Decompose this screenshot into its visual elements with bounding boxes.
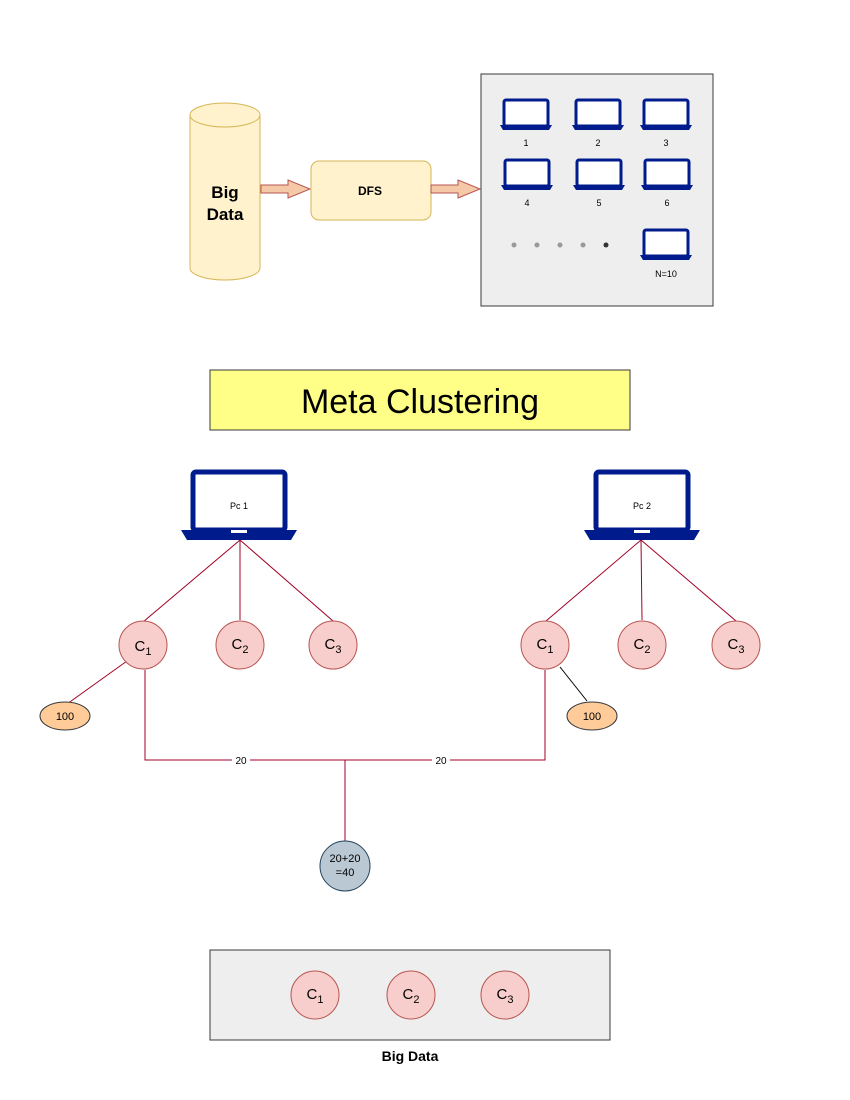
pc2-cluster-c2: C2 — [617, 620, 667, 670]
big-data-caption: Big Data — [382, 1048, 439, 1064]
cluster-sub: 2 — [644, 644, 650, 656]
cluster-base: C — [307, 986, 318, 1003]
machine-label: 1 — [523, 138, 528, 148]
cluster-base: C — [403, 986, 414, 1003]
machine-4: 4 — [499, 158, 555, 208]
laptop-icon — [638, 98, 694, 132]
cluster-sub: 3 — [335, 644, 341, 656]
cluster-sub: 3 — [507, 994, 513, 1006]
machine-5: 5 — [571, 158, 627, 208]
cluster-base: C — [634, 636, 645, 653]
final-cluster-c1: C1 — [290, 970, 340, 1020]
cluster-base: C — [232, 636, 243, 653]
pc2-count-label: 100 — [583, 711, 601, 723]
arrow-dfs-to-cluster — [430, 179, 482, 199]
svg-text:C1: C1 — [135, 638, 152, 658]
machine-3: 3 — [638, 98, 694, 148]
pc2-label: Pc 2 — [633, 501, 651, 511]
svg-text:C3: C3 — [325, 636, 342, 656]
edge-label-right: 20 — [432, 754, 450, 767]
cluster-base: C — [537, 636, 548, 653]
svg-text:C2: C2 — [634, 636, 651, 656]
machine-label: N=10 — [655, 269, 677, 279]
pc1-label: Pc 1 — [230, 501, 248, 511]
svg-text:C3: C3 — [497, 986, 514, 1006]
cluster-sub: 3 — [738, 644, 744, 656]
pc1-cluster-c3: C3 — [308, 620, 358, 670]
big-data-cylinder: Big Data — [189, 102, 261, 281]
cluster-sub: 2 — [242, 644, 248, 656]
cluster-sub: 1 — [145, 646, 151, 658]
svg-text:C1: C1 — [307, 986, 324, 1006]
machine-n: N=10 — [638, 228, 694, 279]
dfs-box: DFS — [310, 160, 432, 221]
machine-1: 1 — [498, 98, 554, 148]
cluster-sub: 1 — [547, 644, 553, 656]
cluster-base: C — [135, 638, 146, 655]
machine-label: 4 — [524, 198, 529, 208]
pc2-cluster-c1: C1 — [520, 620, 570, 670]
svg-text:C2: C2 — [232, 636, 249, 656]
svg-text:C2: C2 — [403, 986, 420, 1006]
machine-label: 3 — [663, 138, 668, 148]
cluster-base: C — [728, 636, 739, 653]
machine-2: 2 — [570, 98, 626, 148]
page-title: Meta Clustering — [301, 383, 539, 421]
cluster-sub: 1 — [317, 994, 323, 1006]
final-cluster-c3: C3 — [480, 970, 530, 1020]
cluster-base: C — [325, 636, 336, 653]
laptop-icon — [498, 98, 554, 132]
pc1: Pc 1 — [181, 472, 297, 540]
laptop-icon — [571, 158, 627, 192]
pc2: Pc 2 — [584, 472, 700, 540]
title-box: Meta Clustering — [209, 369, 631, 431]
pc1-cluster-c2: C2 — [215, 620, 265, 670]
edge-label-right-text: 20 — [435, 756, 447, 767]
c1-pc2-to-count-line — [559, 666, 588, 702]
laptop-icon — [570, 98, 626, 132]
cylinder-label-line1: Big — [211, 183, 238, 202]
connector-lines — [66, 539, 737, 844]
pc2-count-ellipse: 100 — [566, 701, 618, 731]
arrow-cylinder-to-dfs — [260, 179, 312, 199]
dfs-label: DFS — [358, 184, 382, 198]
machine-label: 6 — [664, 198, 669, 208]
pc2-cluster-c3: C3 — [711, 620, 761, 670]
laptop-icon — [499, 158, 555, 192]
cluster-base: C — [497, 986, 508, 1003]
edge-label-left-text: 20 — [235, 756, 247, 767]
final-cluster-c2: C2 — [386, 970, 436, 1020]
pc1-count-ellipse: 100 — [39, 701, 91, 731]
pc1-count-label: 100 — [56, 711, 74, 723]
machine-label: 5 — [596, 198, 601, 208]
pc1-cluster-c1: C1 — [118, 620, 168, 670]
machine-6: 6 — [639, 158, 695, 208]
merge-line2: =40 — [336, 867, 355, 879]
merge-node: 20+20 =40 — [319, 840, 371, 892]
laptop-icon — [638, 228, 694, 262]
merge-line1: 20+20 — [330, 853, 361, 865]
svg-text:C3: C3 — [728, 636, 745, 656]
machine-label: 2 — [595, 138, 600, 148]
cylinder-label-line2: Data — [207, 205, 244, 224]
cluster-sub: 2 — [413, 994, 419, 1006]
svg-text:C1: C1 — [537, 636, 554, 656]
laptop-icon — [639, 158, 695, 192]
edge-label-left: 20 — [232, 754, 250, 767]
ellipsis-dots — [511, 242, 609, 248]
